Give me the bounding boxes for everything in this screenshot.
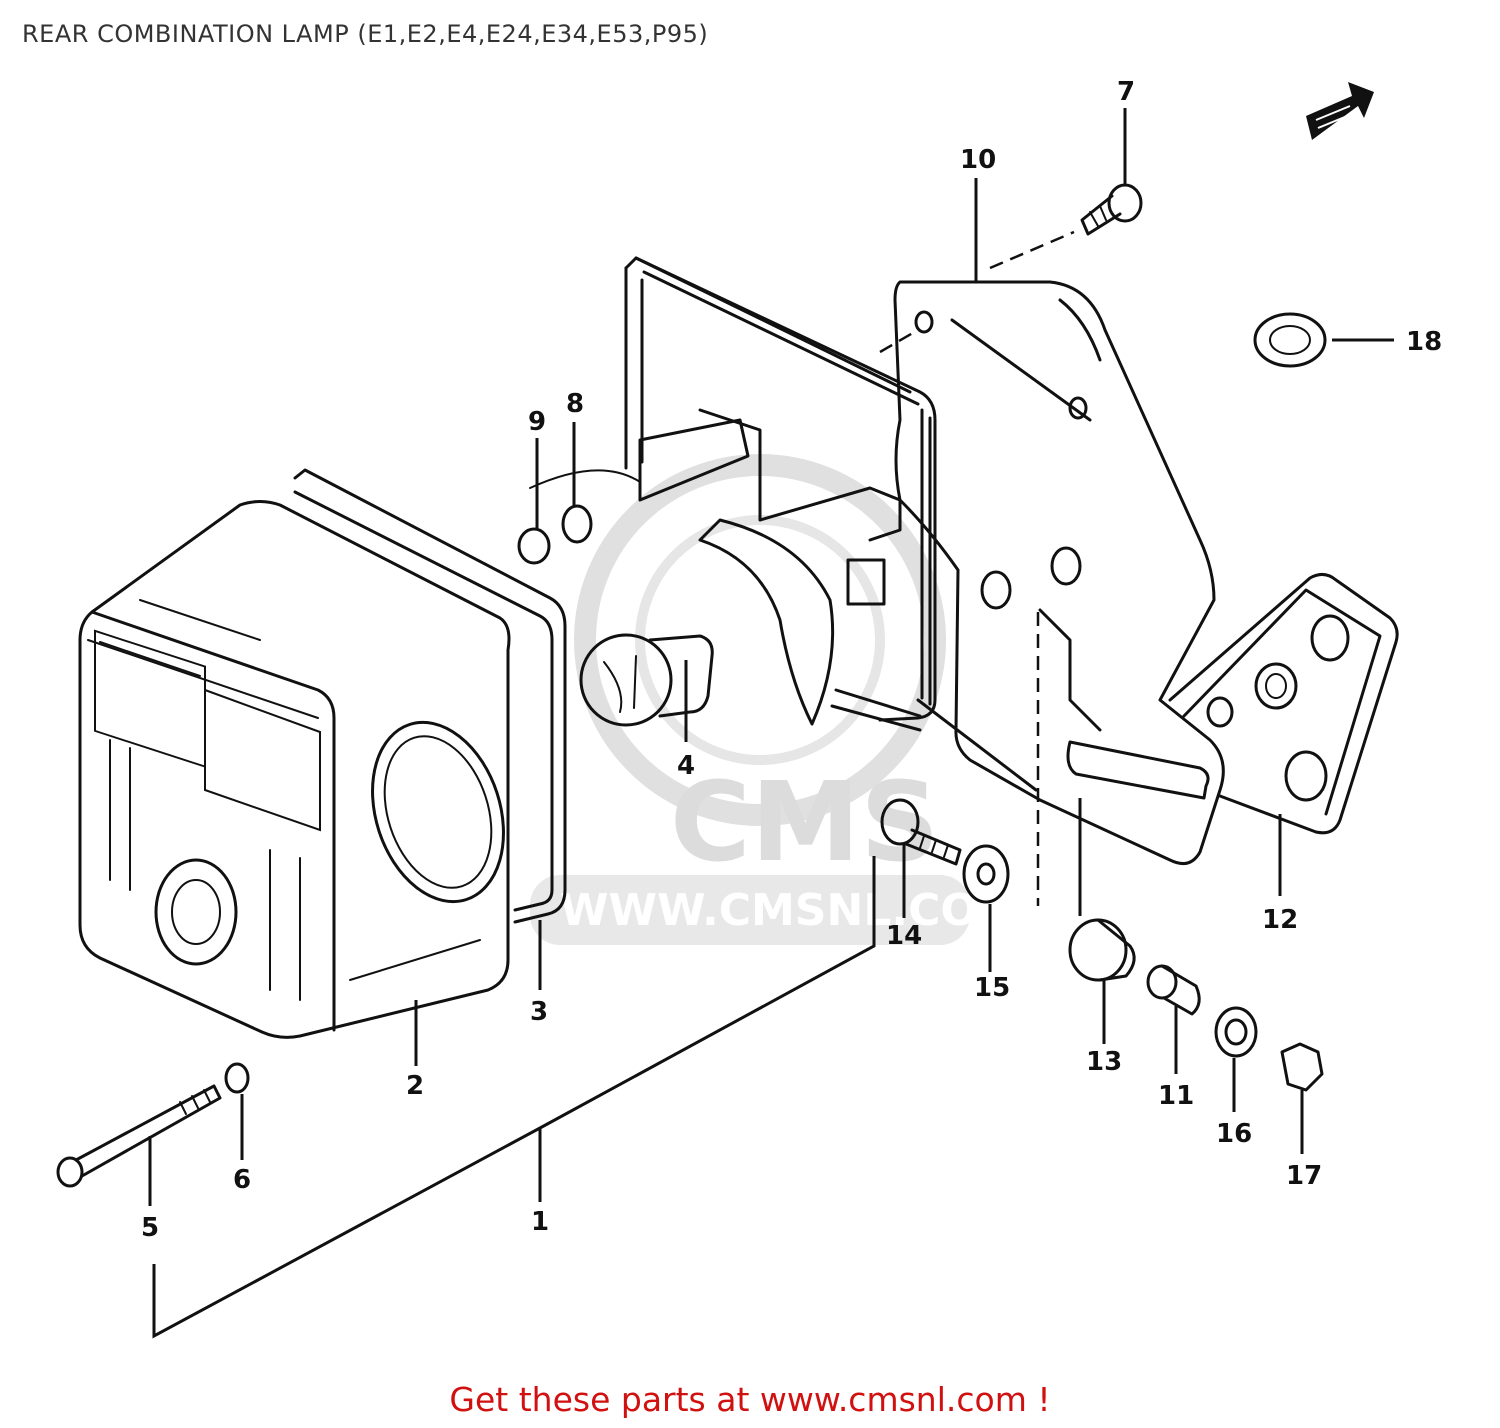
- part-number-11: 11: [1158, 1081, 1194, 1111]
- assembly-dash-line: [989, 230, 1075, 270]
- front-direction-arrow-icon: [1306, 82, 1374, 140]
- part-bracket: [893, 280, 1225, 866]
- part-grommet-13: [1068, 918, 1136, 982]
- part-plate: [1168, 573, 1399, 835]
- assembly-dash-line: [879, 328, 919, 354]
- part-number-3: 3: [530, 997, 548, 1027]
- part-screw-5: [56, 1084, 222, 1188]
- part-number-18: 18: [1406, 327, 1442, 357]
- part-lens: [78, 500, 511, 1039]
- part-collar-11: [1146, 964, 1201, 1016]
- part-grommet-8: [561, 504, 593, 544]
- part-number-15: 15: [974, 973, 1010, 1003]
- part-number-12: 12: [1262, 905, 1298, 935]
- watermark-logo: CMS WWW.CMSNL.COM: [530, 454, 1022, 945]
- watermark-logo-text: CMS: [670, 758, 939, 886]
- part-number-4: 4: [677, 751, 695, 781]
- part-number-5: 5: [141, 1213, 159, 1243]
- part-bolt-14: [880, 798, 962, 866]
- part-number-16: 16: [1216, 1119, 1252, 1149]
- diagram-title: REAR COMBINATION LAMP (E1,E2,E4,E24,E34,…: [22, 20, 709, 48]
- part-number-7: 7: [1117, 77, 1135, 107]
- watermark-url-text: WWW.CMSNL.COM: [560, 885, 1022, 936]
- footer-link-text[interactable]: Get these parts at www.cmsnl.com !: [449, 1380, 1051, 1419]
- part-housing: [624, 256, 937, 732]
- part-number-17: 17: [1286, 1161, 1322, 1191]
- part-bulb: [579, 633, 714, 727]
- leader-lines: [148, 108, 1394, 1339]
- part-number-1: 1: [531, 1207, 549, 1237]
- part-washer-15: [962, 844, 1010, 904]
- part-screw-7: [1080, 183, 1143, 236]
- part-number-8: 8: [566, 389, 584, 419]
- part-number-9: 9: [528, 407, 546, 437]
- part-number-13: 13: [1086, 1047, 1122, 1077]
- part-grommet-18: [1253, 312, 1327, 368]
- part-number-14: 14: [886, 921, 922, 951]
- part-nut-17: [1280, 1042, 1324, 1092]
- part-washer-16: [1214, 1006, 1258, 1058]
- part-number-2: 2: [406, 1071, 424, 1101]
- part-number-10: 10: [960, 145, 996, 175]
- part-washer-6: [224, 1062, 250, 1094]
- part-gasket: [293, 468, 567, 924]
- part-grommet-9: [517, 527, 551, 565]
- part-number-6: 6: [233, 1165, 251, 1195]
